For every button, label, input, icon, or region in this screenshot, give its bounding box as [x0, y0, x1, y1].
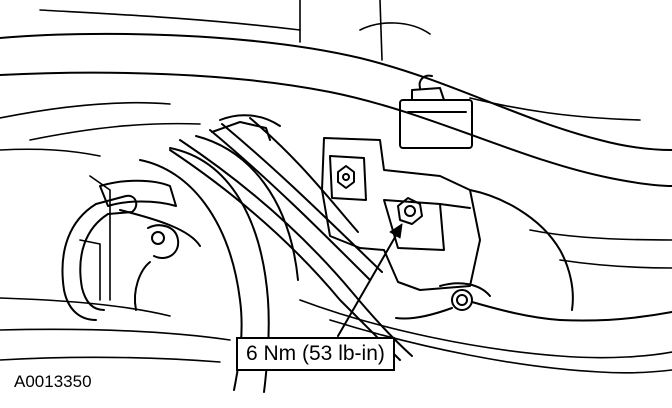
figure-id: A0013350	[14, 372, 92, 391]
hose-clamp	[99, 179, 180, 311]
connector-plug	[399, 74, 473, 149]
torque-spec-label: 6 Nm (53 lb-in)	[236, 337, 395, 371]
left-hose	[61, 194, 201, 321]
lower-left-frame	[0, 175, 231, 363]
background-structure	[0, 0, 641, 157]
cable-bundle	[169, 117, 413, 361]
bolt-left	[337, 165, 355, 189]
lower-right-connector	[395, 282, 672, 322]
bolt-main	[397, 197, 423, 225]
callout-leader	[337, 223, 403, 337]
upper-hose	[0, 32, 672, 187]
module-housing	[321, 137, 574, 311]
